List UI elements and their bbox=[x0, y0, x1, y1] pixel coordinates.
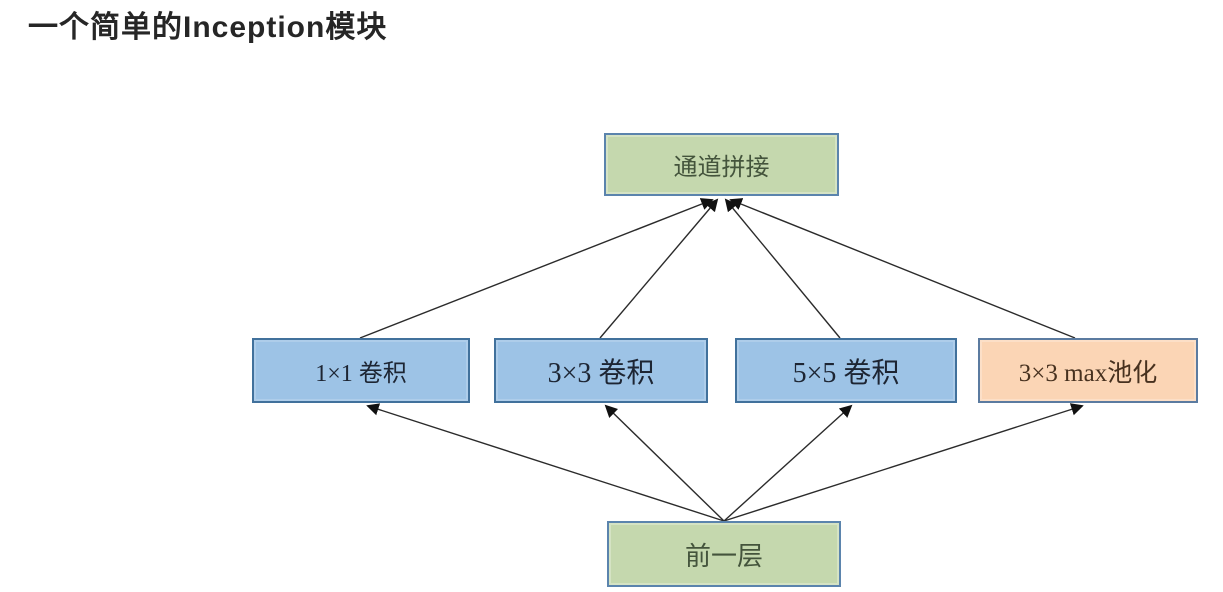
arrow-maxpool-to-concat bbox=[729, 198, 1076, 339]
arrow-conv3x3-to-concat bbox=[599, 198, 719, 339]
node-conv-1x1: 1×1 卷积 bbox=[252, 338, 470, 403]
node-conv-5x5-label: 5×5 卷积 bbox=[792, 357, 900, 389]
arrow-prev-to-conv5x5 bbox=[723, 404, 853, 522]
arrow-conv5x5-to-concat bbox=[724, 198, 841, 339]
arrow-prev-to-conv1x1 bbox=[366, 403, 725, 522]
node-channel-concat-label: 通道拼接 bbox=[673, 155, 770, 181]
node-previous-layer-label: 前一层 bbox=[684, 541, 763, 571]
node-conv-3x3-label: 3×3 卷积 bbox=[547, 357, 655, 389]
node-previous-layer: 前一层 bbox=[607, 521, 841, 587]
node-maxpool-3x3-label: 3×3 max池化 bbox=[1018, 359, 1158, 387]
node-conv-1x1-label: 1×1 卷积 bbox=[315, 361, 407, 387]
arrow-conv1x1-to-concat bbox=[359, 198, 714, 339]
node-conv-3x3: 3×3 卷积 bbox=[494, 338, 708, 403]
node-channel-concat: 通道拼接 bbox=[604, 133, 839, 196]
node-maxpool-3x3: 3×3 max池化 bbox=[978, 338, 1198, 403]
arrow-prev-to-maxpool bbox=[723, 403, 1084, 522]
arrow-prev-to-conv3x3 bbox=[604, 404, 725, 522]
node-conv-5x5: 5×5 卷积 bbox=[735, 338, 957, 403]
page-title: 一个简单的Inception模块 bbox=[28, 11, 388, 44]
